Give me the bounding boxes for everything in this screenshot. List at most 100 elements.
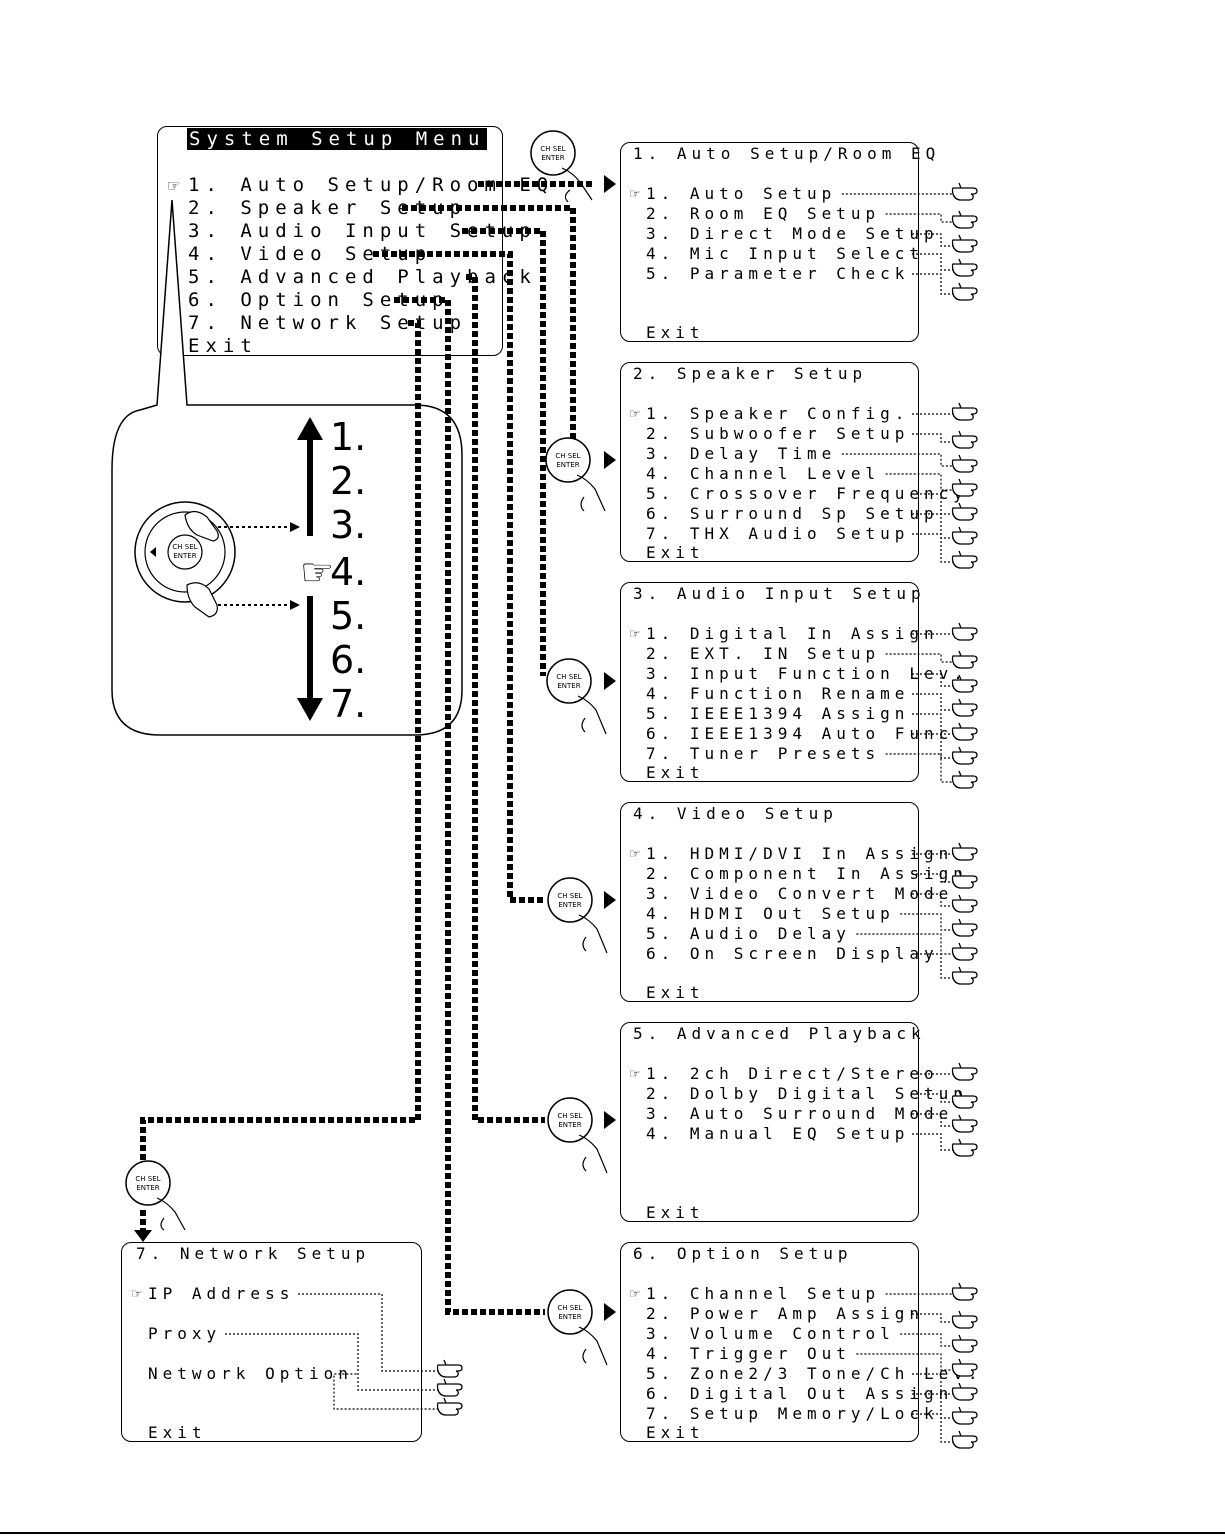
leader-line	[912, 233, 955, 247]
menu-advanced	[620, 1022, 919, 1222]
video-item[interactable]: 3. Video Convert Mode	[646, 884, 954, 903]
cursor-icon: ☞	[630, 1064, 645, 1083]
leader-line	[912, 1093, 955, 1103]
hand-pointer-icon	[951, 1382, 978, 1401]
hand-pointer-icon	[951, 894, 978, 913]
leader-line	[912, 433, 955, 443]
enter-button-4: CH SEL ENTER	[547, 877, 608, 954]
hand-pointer-icon	[951, 502, 978, 521]
main-exit[interactable]: Exit	[188, 335, 258, 357]
leader-line	[912, 893, 955, 907]
leader-line	[885, 473, 955, 491]
inset-number-6: 6.	[330, 638, 367, 682]
svg-text:CH SEL: CH SEL	[172, 543, 197, 551]
menu-speaker-title: 2. Speaker Setup	[633, 364, 868, 383]
enter-button-label: ENTER	[136, 1184, 159, 1192]
speaker-exit[interactable]: Exit	[646, 543, 705, 562]
video-item[interactable]: 5. Audio Delay	[646, 924, 851, 943]
leader-line	[912, 533, 955, 563]
hand-pointer-icon	[951, 282, 978, 301]
hand-pointer-icon	[951, 550, 978, 569]
page-bottom-rule	[0, 1532, 1225, 1534]
auto-setup-item[interactable]: 5. Parameter Check	[646, 264, 910, 283]
auto-setup-exit[interactable]: Exit	[646, 323, 705, 342]
leader-line	[912, 253, 955, 271]
option-item[interactable]: 1. Channel Setup	[646, 1284, 881, 1303]
option-item[interactable]: 6. Digital Out Assign	[646, 1384, 954, 1403]
speaker-item[interactable]: 5. Crossover Frequency	[646, 484, 968, 503]
menu-audio-input-title: 3. Audio Input Setup	[633, 584, 926, 603]
leader-line	[841, 453, 955, 467]
leader-line	[912, 1393, 955, 1419]
hand-pointer-icon	[951, 1310, 978, 1329]
video-item[interactable]: 6. On Screen Display	[646, 944, 939, 963]
auto-setup-item[interactable]: 1. Auto Setup	[646, 184, 837, 203]
leader-line	[912, 1373, 955, 1395]
hand-pointer-icon	[951, 918, 978, 937]
audio-input-item[interactable]: 7. Tuner Presets	[646, 744, 881, 763]
enter-button-label: ENTER	[558, 1313, 581, 1321]
enter-button-1: CH SEL ENTER	[530, 130, 593, 203]
leader-line	[885, 653, 955, 663]
hand-pointer-icon	[951, 182, 978, 201]
audio-input-item[interactable]: 1. Digital In Assign	[646, 624, 939, 643]
video-item[interactable]: 4. HDMI Out Setup	[646, 904, 895, 923]
audio-input-item[interactable]: 2. EXT. IN Setup	[646, 644, 881, 663]
hand-pointer-icon	[951, 454, 978, 473]
auto-setup-item[interactable]: 4. Mic Input Select	[646, 244, 925, 263]
option-exit[interactable]: Exit	[646, 1423, 705, 1442]
video-exit[interactable]: Exit	[646, 983, 705, 1002]
inset-cursor-icon: ☞	[300, 550, 335, 594]
main-item-5[interactable]: 5. Advanced Playback	[188, 266, 537, 288]
leader-line	[885, 213, 955, 223]
inset-number-2: 2.	[330, 459, 367, 503]
video-item[interactable]: 2. Component In Assign	[646, 864, 968, 883]
menu-audio-input	[620, 582, 919, 782]
enter-button-6: CH SEL ENTER	[547, 1289, 608, 1366]
auto-setup-item[interactable]: 3. Direct Mode Setup	[646, 224, 939, 243]
advanced-exit[interactable]: Exit	[646, 1203, 705, 1222]
video-item[interactable]: 1. HDMI/DVI In Assign	[646, 844, 954, 863]
audio-input-exit[interactable]: Exit	[646, 763, 705, 782]
option-item[interactable]: 3. Volume Control	[646, 1324, 895, 1343]
leader-line	[912, 673, 955, 687]
advanced-item[interactable]: 4. Manual EQ Setup	[646, 1124, 910, 1143]
network-item[interactable]: Network Option	[148, 1364, 353, 1383]
main-cursor-icon: ☞	[168, 175, 186, 197]
main-item-3[interactable]: 3. Audio Input Setup	[188, 220, 537, 242]
hand-pointer-icon	[951, 210, 978, 229]
enter-button-3: CH SEL ENTER	[546, 658, 607, 735]
hand-pointer-icon	[951, 234, 978, 253]
speaker-item[interactable]: 7. THX Audio Setup	[646, 524, 910, 543]
audio-input-item[interactable]: 4. Function Rename	[646, 684, 910, 703]
leader-line	[900, 913, 955, 931]
speaker-item[interactable]: 2. Subwoofer Setup	[646, 424, 910, 443]
leader-line	[912, 273, 955, 295]
speaker-item[interactable]: 6. Surround Sp Setup	[646, 504, 939, 523]
option-item[interactable]: 2. Power Amp Assign	[646, 1304, 925, 1323]
auto-setup-item[interactable]: 2. Room EQ Setup	[646, 204, 881, 223]
speaker-item[interactable]: 4. Channel Level	[646, 464, 881, 483]
enter-button-label: ENTER	[558, 1121, 581, 1129]
cursor-icon: ☞	[630, 1284, 645, 1303]
advanced-item[interactable]: 1. 2ch Direct/Stereo	[646, 1064, 939, 1083]
option-item[interactable]: 7. Setup Memory/Lock	[646, 1404, 939, 1423]
system-setup-menu	[157, 126, 503, 356]
leader-line	[912, 1133, 955, 1151]
network-item[interactable]: Proxy	[148, 1324, 222, 1343]
network-item[interactable]: IP Address	[148, 1284, 295, 1303]
network-exit[interactable]: Exit	[148, 1423, 207, 1442]
audio-input-item[interactable]: 5. IEEE1394 Assign	[646, 704, 910, 723]
speaker-item[interactable]: 3. Delay Time	[646, 444, 837, 463]
option-item[interactable]: 4. Trigger Out	[646, 1344, 851, 1363]
hand-pointer-icon	[951, 1358, 978, 1377]
audio-input-item[interactable]: 3. Input Function Lev.	[646, 664, 968, 683]
menu-speaker	[620, 362, 919, 562]
hand-pointer-icon	[951, 698, 978, 717]
enter-button-label: CH SEL	[135, 1175, 160, 1183]
main-item-6[interactable]: 6. Option Setup	[188, 289, 450, 311]
hand-pointer-icon	[951, 622, 978, 641]
speaker-item[interactable]: 1. Speaker Config.	[646, 404, 910, 423]
enter-button-label: CH SEL	[557, 1304, 582, 1312]
